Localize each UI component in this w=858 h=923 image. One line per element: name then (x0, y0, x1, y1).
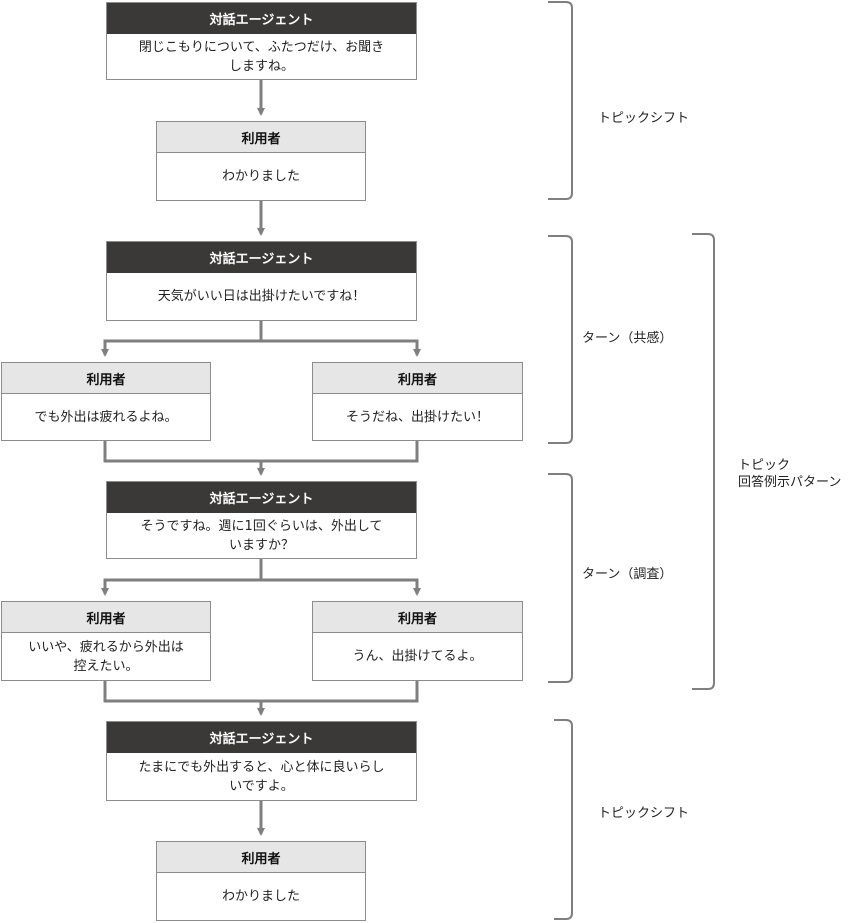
user-node-2-right-text: そうだね、出掛けたい！ (345, 409, 489, 425)
user-node-2-left-header: 利用者 (2, 363, 210, 394)
label-turn-survey: ターン（調査） (582, 567, 673, 582)
label-topic-shift-2: トピックシフト (598, 806, 690, 821)
branch-a2-right (261, 339, 421, 357)
merge-to-a3 (103, 441, 419, 463)
agent-node-3: 対話エージェント そうですね。週に1回ぐらいは、外出して いますか？ (106, 481, 417, 559)
user-node-4-text: わかりました (221, 889, 300, 904)
user-node-3-right-text: うん、出掛けてるよ。 (352, 649, 483, 664)
user-node-4: 利用者 わかりました (156, 841, 366, 921)
merge-to-a4 (103, 681, 419, 703)
user-node-1-text: わかりました (221, 169, 300, 184)
user-node-2-right-header: 利用者 (313, 363, 522, 394)
branch-a3-right (261, 578, 421, 596)
user-node-1-header: 利用者 (157, 122, 365, 153)
agent-node-2: 対話エージェント 天気がいい日は出掛けたいですね！ (106, 241, 417, 321)
agent-node-4-text: たまにでも外出すると、心と体に良いらし いですよ。 (138, 759, 385, 794)
agent-node-2-header: 対話エージェント (107, 242, 416, 273)
label-turn-empathy: ターン（共感） (582, 331, 673, 346)
bracket-turn-survey (548, 473, 573, 683)
user-node-2-left-text: でも外出は疲れるよね。 (34, 409, 178, 425)
user-node-1: 利用者 わかりました (156, 121, 366, 201)
agent-node-4-header: 対話エージェント (107, 722, 416, 753)
label-topic-shift-1: トピックシフト (598, 111, 690, 126)
user-node-3-left: 利用者 いいや、疲れるから外出は 控えたい。 (1, 601, 211, 681)
user-node-2-left: 利用者 でも外出は疲れるよね。 (1, 362, 211, 441)
agent-node-2-text: 天気がいい日は出掛けたいですね！ (157, 289, 366, 304)
user-node-3-left-text: いいや、疲れるから外出は 控えたい。 (28, 639, 184, 674)
agent-node-4: 対話エージェント たまにでも外出すると、心と体に良いらし いですよ。 (106, 721, 417, 801)
branch-a2-left (101, 339, 261, 357)
user-node-3-right: 利用者 うん、出掛けてるよ。 (312, 601, 523, 681)
agent-node-1-header: 対話エージェント (107, 3, 416, 34)
user-node-3-left-header: 利用者 (2, 602, 210, 633)
label-topic-pattern: トピック 回答例示パターン (738, 458, 842, 490)
branch-a3-left (101, 578, 261, 596)
agent-node-1-text: 閉じこもりについて、ふたつだけ、お聞き しますね。 (138, 39, 385, 74)
bracket-topic-shift-1 (548, 1, 573, 200)
agent-node-3-header: 対話エージェント (107, 482, 416, 513)
bracket-topic-pattern (692, 233, 715, 690)
bracket-turn-empathy (548, 235, 573, 444)
user-node-3-right-header: 利用者 (313, 602, 522, 633)
agent-node-1: 対話エージェント 閉じこもりについて、ふたつだけ、お聞き しますね。 (106, 2, 417, 80)
bracket-topic-shift-2 (554, 719, 573, 920)
user-node-2-right: 利用者 そうだね、出掛けたい！ (312, 362, 523, 441)
user-node-4-header: 利用者 (157, 842, 365, 873)
agent-node-3-text: そうですね。週に1回ぐらいは、外出して いますか？ (140, 518, 383, 553)
